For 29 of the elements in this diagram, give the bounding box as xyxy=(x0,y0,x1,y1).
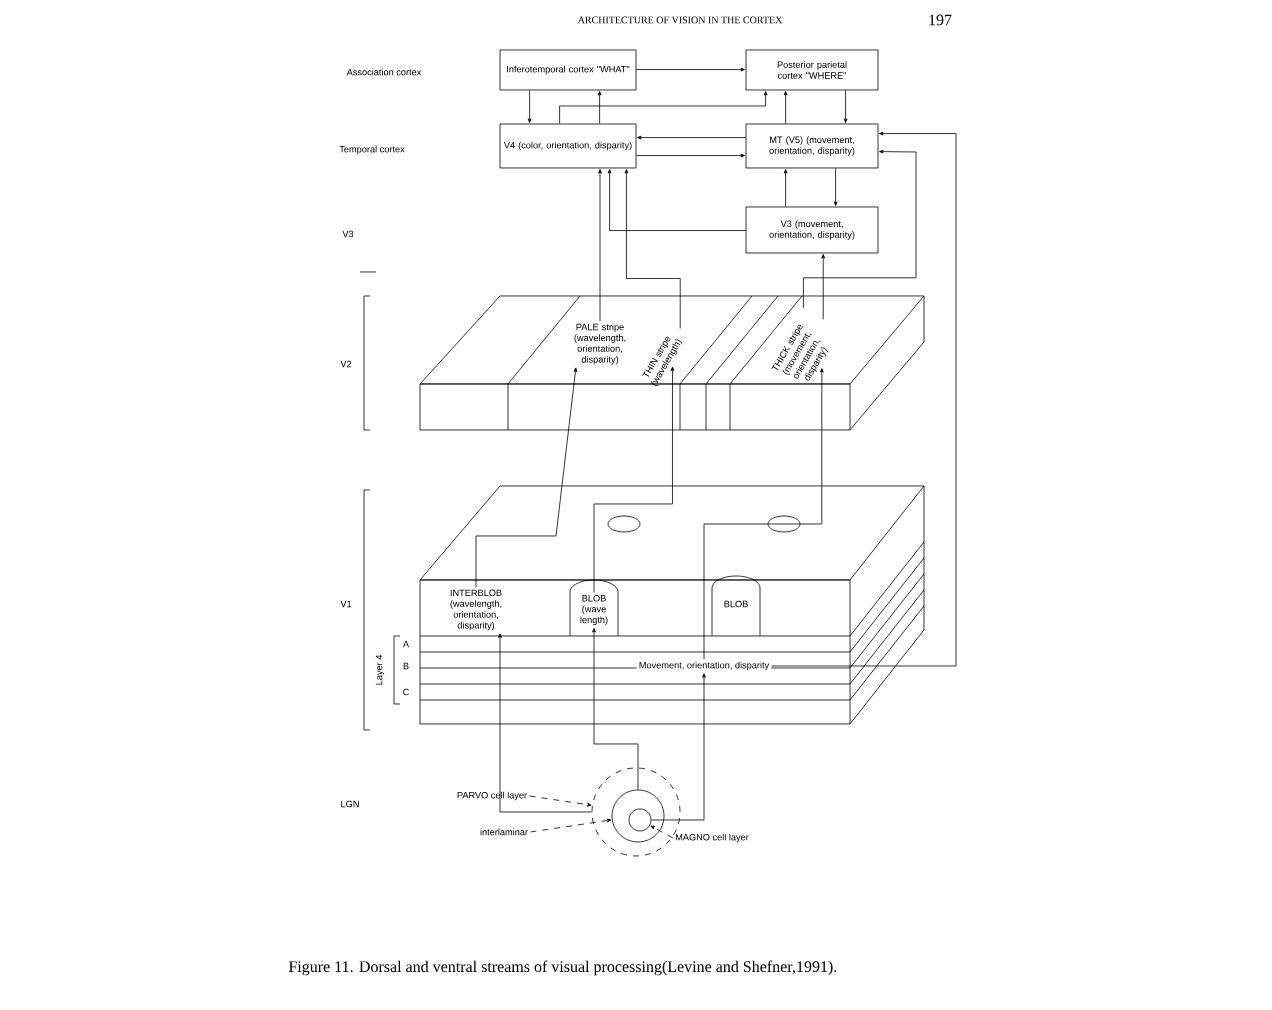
page-number: 197 xyxy=(929,14,952,26)
arrow xyxy=(637,135,746,140)
layer-circle xyxy=(628,808,652,832)
arrow xyxy=(703,368,824,660)
arrow xyxy=(592,628,639,790)
arrow xyxy=(821,254,826,320)
arrow xyxy=(843,89,848,123)
arrow xyxy=(559,91,768,124)
arrow xyxy=(475,367,578,588)
arrow xyxy=(636,153,745,158)
arrow xyxy=(783,91,788,124)
arrow xyxy=(598,169,602,322)
leader-line xyxy=(650,825,674,839)
arrow xyxy=(593,366,675,593)
arrow xyxy=(498,633,592,813)
leader-line xyxy=(529,795,592,807)
arrow xyxy=(527,89,532,123)
arrow xyxy=(597,91,602,124)
arrow xyxy=(636,67,745,72)
arrow xyxy=(607,169,746,231)
arrow xyxy=(651,673,706,821)
leader-line xyxy=(530,818,612,833)
arrow xyxy=(833,167,838,206)
arrow xyxy=(803,149,917,309)
caption: Figure 11. Dorsal and ventral streams of visual processing(Levine and Shefner,1991). xyxy=(288,960,837,976)
arrow xyxy=(783,169,788,207)
layer-circle xyxy=(611,789,665,843)
arrow xyxy=(624,169,681,329)
arrow xyxy=(771,131,957,667)
